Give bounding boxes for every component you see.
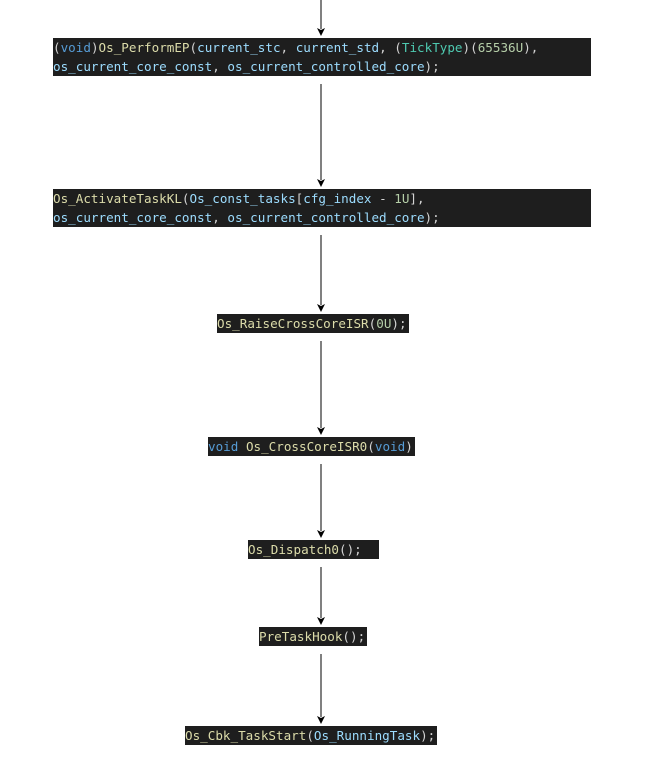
code-token-punct: , [280,40,296,55]
code-token-ident: os_current_controlled_core [227,210,425,225]
code-token-ident: current_stc [197,40,281,55]
code-token-punct: (); [339,542,377,557]
code-token-punct: ( [368,316,377,331]
code-token-func: Os_Dispatch0 [248,542,339,557]
arrowhead-icon [317,28,325,36]
code-token-punct: ( [189,40,198,55]
code-block-pre-task-hook: PreTaskHook(); [259,627,368,646]
code-token-func: Os_Cbk_TaskStart [185,728,307,743]
arrowhead-icon [317,427,325,435]
code-token-number: 1U [394,191,410,206]
code-token-number: 0U [376,316,392,331]
code-token-punct: ) [405,439,413,454]
code-token-func: Os_ActivateTaskKL [53,191,182,206]
code-token-punct: , ( [379,40,402,55]
code-line: Os_ActivateTaskKL(Os_const_tasks[cfg_ind… [53,189,589,208]
code-token-func: Os_CrossCoreISR0 [245,439,368,454]
code-token-func: Os_PerformEP [98,40,190,55]
arrowhead-icon [317,716,325,724]
code-token-punct: , [212,210,228,225]
code-line: PreTaskHook(); [259,627,365,646]
arrowhead-icon [317,304,325,312]
code-token-ident: Os_const_tasks [189,191,296,206]
code-block-dispatch0: Os_Dispatch0(); [248,540,379,559]
code-block-activate-task-kl: Os_ActivateTaskKL(Os_const_tasks[cfg_ind… [53,189,591,227]
code-block-perform-ep: (void)Os_PerformEP(current_stc, current_… [53,38,591,76]
code-token-punct: ); [420,728,436,743]
code-token-ident: cfg_index [303,191,372,206]
code-token-punct: )( [462,40,478,55]
code-token-punct: ), [523,40,539,55]
code-token-punct [238,439,246,454]
code-line: Os_Dispatch0(); [248,540,377,559]
code-block-cross-core-isr0: void Os_CrossCoreISR0(void) [208,437,415,456]
code-block-cbk-task-start: Os_Cbk_TaskStart(Os_RunningTask); [185,726,438,745]
code-token-keyword: void [208,439,239,454]
code-token-punct: ( [306,728,314,743]
code-line: Os_RaiseCrossCoreISR(0U); [217,314,407,333]
code-token-number: 65536U [477,40,524,55]
code-token-punct: ( [367,439,375,454]
code-token-punct: ); [424,210,440,225]
code-token-keyword: void [374,439,406,454]
code-token-ident: os_current_core_const [53,210,213,225]
arrowhead-icon [317,617,325,625]
code-token-punct: [ [295,191,304,206]
arrowhead-icon [317,530,325,538]
code-token-func: PreTaskHook [259,629,343,644]
code-token-keyword: void [60,40,91,55]
code-token-punct: , [212,59,228,74]
code-token-ident: os_current_core_const [53,59,213,74]
code-token-punct: ); [424,59,440,74]
code-token-punct: ( [53,40,61,55]
code-token-ident: os_current_controlled_core [227,59,425,74]
code-token-punct: - [371,191,395,206]
code-line: void Os_CrossCoreISR0(void) [208,437,413,456]
code-token-type: TickType [401,40,463,55]
code-token-ident: current_std [295,40,380,55]
code-line: (void)Os_PerformEP(current_stc, current_… [53,38,589,57]
code-token-ident: Os_RunningTask [313,728,421,743]
code-token-punct: ); [391,316,407,331]
code-block-raise-cross-core-isr: Os_RaiseCrossCoreISR(0U); [217,314,409,333]
code-token-punct: ], [409,191,425,206]
code-token-func: Os_RaiseCrossCoreISR [217,316,369,331]
code-token-punct: (); [342,629,366,644]
arrowhead-icon [317,179,325,187]
code-token-punct: ) [90,40,99,55]
code-line: Os_Cbk_TaskStart(Os_RunningTask); [185,726,435,745]
code-line: os_current_core_const, os_current_contro… [53,57,589,76]
code-line: os_current_core_const, os_current_contro… [53,208,589,227]
code-token-punct: ( [181,191,190,206]
